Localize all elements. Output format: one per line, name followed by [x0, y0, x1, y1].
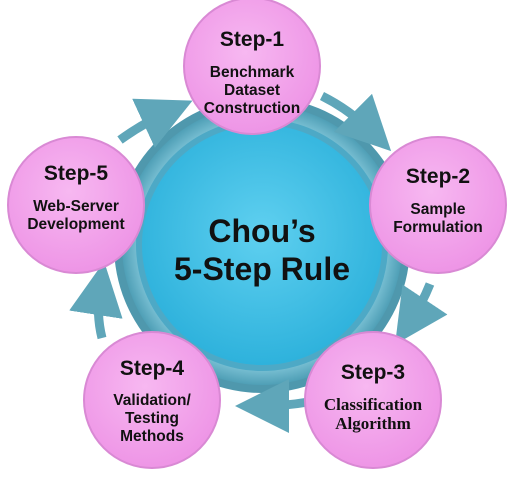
step-2-title: Step-2 — [406, 165, 470, 188]
step-3-desc-line1: Classification — [324, 395, 423, 414]
center-ring — [114, 97, 410, 393]
center-title-line1: Chou’s — [208, 213, 315, 249]
step-5-title: Step-5 — [44, 162, 109, 185]
step-4-title: Step-4 — [120, 357, 185, 380]
center-title-line2: 5-Step Rule — [174, 251, 350, 287]
step-1-desc-line2: Dataset — [224, 82, 280, 99]
center-label: Chou’s 5-Step Rule — [174, 213, 350, 287]
arrow-step5-to-step1 — [117, 98, 193, 148]
step-3-node: Step-3 Classification Algorithm — [304, 331, 442, 469]
step-4-desc-line1: Validation/ — [113, 392, 191, 409]
step-3-title: Step-3 — [341, 361, 405, 384]
step-4-desc-line3: Methods — [120, 428, 184, 445]
step-1-desc-line3: Construction — [204, 100, 300, 117]
arrow-step2-to-step3 — [395, 282, 448, 345]
step-1-node: Step-1 Benchmark Dataset Construction — [183, 0, 321, 135]
step-2-node: Step-2 Sample Formulation — [369, 136, 507, 274]
step-2-desc-line1: Sample — [410, 201, 466, 218]
step-1-title: Step-1 — [220, 28, 285, 51]
step-4-node: Step-4 Validation/ Testing Methods — [83, 331, 221, 469]
step-3-desc-line2: Algorithm — [335, 414, 411, 433]
step-1-desc-line1: Benchmark — [210, 64, 295, 81]
step-5-desc-line1: Web-Server — [33, 198, 119, 215]
step-2-desc-line2: Formulation — [393, 219, 483, 236]
step-4-desc-line2: Testing — [125, 410, 179, 427]
step-5-desc-line2: Development — [27, 216, 124, 233]
arrow-step1-to-step2 — [319, 91, 392, 152]
arrow-step4-to-step5 — [69, 261, 123, 340]
step-5-node: Step-5 Web-Server Development — [7, 136, 145, 274]
arrow-step3-to-step4 — [235, 378, 309, 433]
